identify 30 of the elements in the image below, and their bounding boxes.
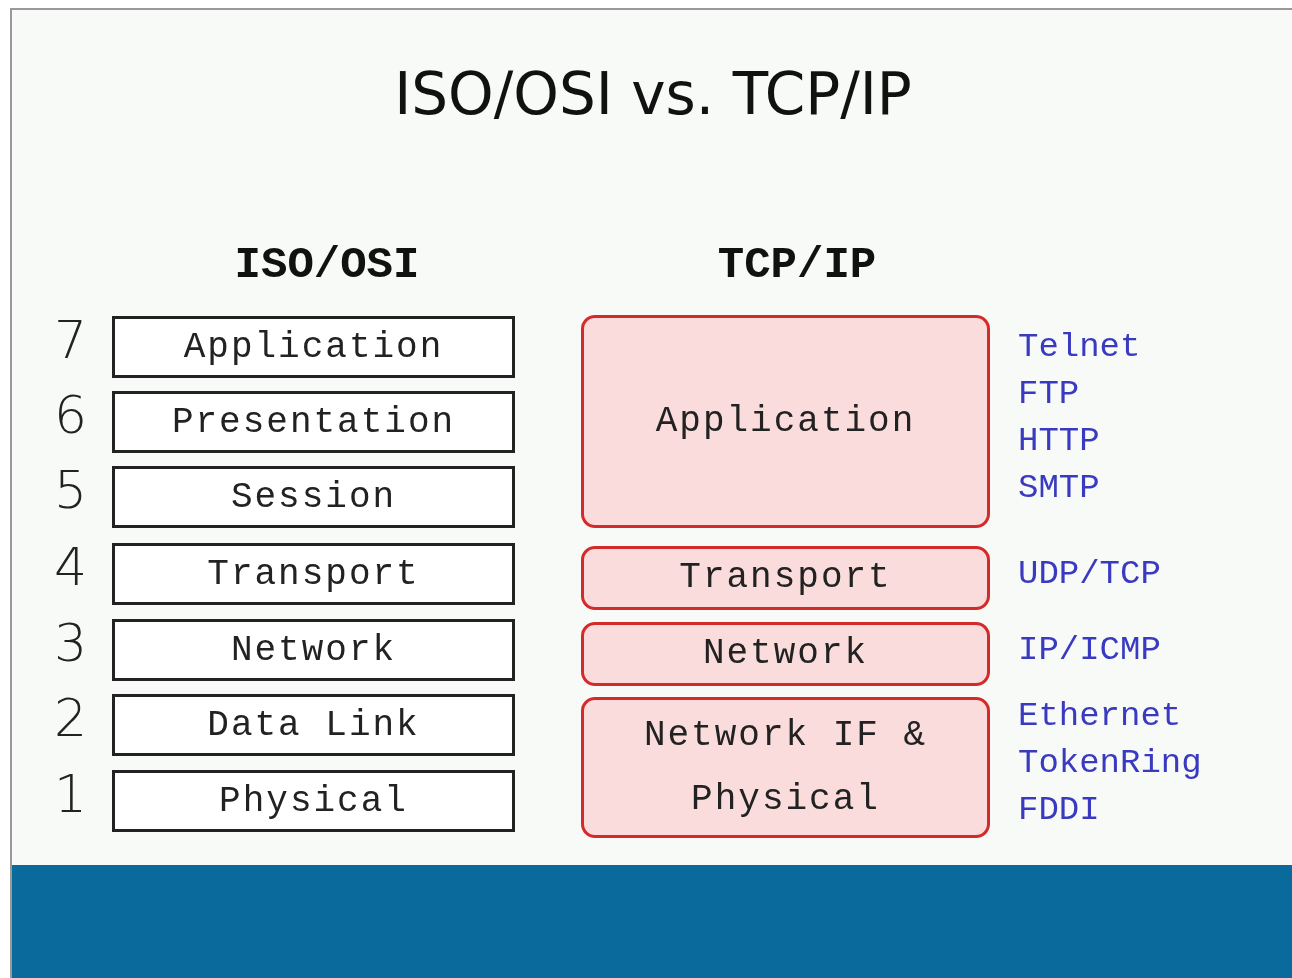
- layer-number: 1: [54, 764, 88, 824]
- layer-number: 3: [54, 613, 88, 673]
- layer-number: 2: [54, 688, 88, 748]
- layer-number: 5: [54, 460, 88, 520]
- layer-box: Physical: [112, 770, 515, 832]
- layer-box: Presentation: [112, 391, 515, 453]
- layer-box: Transport: [581, 546, 990, 610]
- protocol-name: TokenRing: [1018, 744, 1202, 782]
- layer-number: 7: [54, 310, 88, 370]
- layer-box: Network: [112, 619, 515, 681]
- layer-number: 6: [54, 385, 88, 445]
- layer-box: Network: [581, 622, 990, 686]
- protocol-name: FTP: [1018, 374, 1080, 413]
- layer-box: Application: [112, 316, 515, 378]
- layer-box: Network IF & Physical: [581, 697, 990, 838]
- protocol-name: FDDI: [1018, 791, 1100, 829]
- protocol-name: Telnet: [1018, 327, 1141, 366]
- column-heading: TCP/IP: [716, 240, 878, 290]
- protocol-name: IP/ICMP: [1018, 630, 1161, 669]
- layer-number: 4: [54, 537, 88, 597]
- layer-box: Session: [112, 466, 515, 528]
- protocol-name: Ethernet: [1018, 697, 1182, 735]
- protocol-name: SMTP: [1018, 468, 1100, 507]
- column-heading: ISO/OSI: [233, 240, 421, 290]
- title: ISO/OSI vs. TCP/IP: [393, 60, 913, 128]
- protocol-name: UDP/TCP: [1018, 554, 1161, 593]
- protocol-name: HTTP: [1018, 421, 1100, 460]
- layer-box: Data Link: [112, 694, 515, 756]
- layer-box: Transport: [112, 543, 515, 605]
- layer-box: Application: [581, 315, 990, 528]
